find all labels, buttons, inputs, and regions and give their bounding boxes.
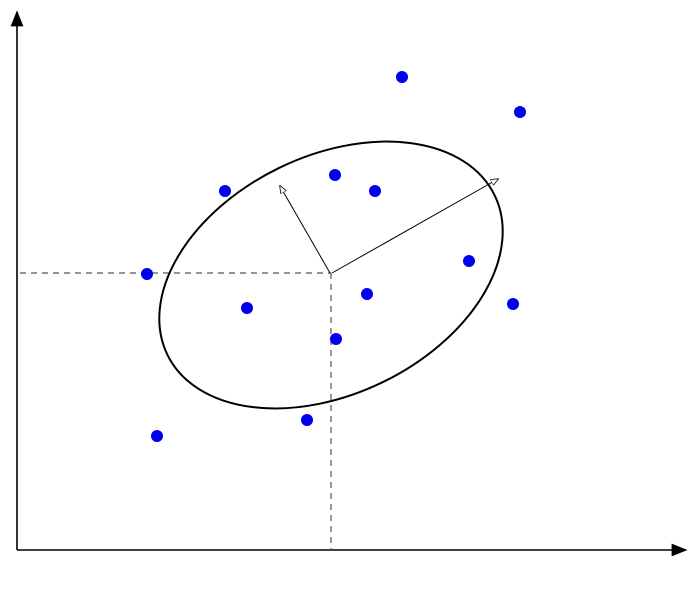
principal-axis-minor-arrow [280, 186, 331, 274]
data-point [151, 430, 163, 442]
data-point [219, 185, 231, 197]
principal-axis-major-arrow [331, 179, 498, 274]
data-point [463, 255, 475, 267]
data-point [330, 333, 342, 345]
data-point [507, 298, 519, 310]
data-points [141, 71, 526, 442]
data-point [369, 185, 381, 197]
data-point [141, 268, 153, 280]
data-point [514, 106, 526, 118]
data-point [396, 71, 408, 83]
data-point [241, 302, 253, 314]
data-point [361, 288, 373, 300]
covariance-ellipse [158, 140, 504, 410]
data-point [329, 169, 341, 181]
data-point [301, 414, 313, 426]
